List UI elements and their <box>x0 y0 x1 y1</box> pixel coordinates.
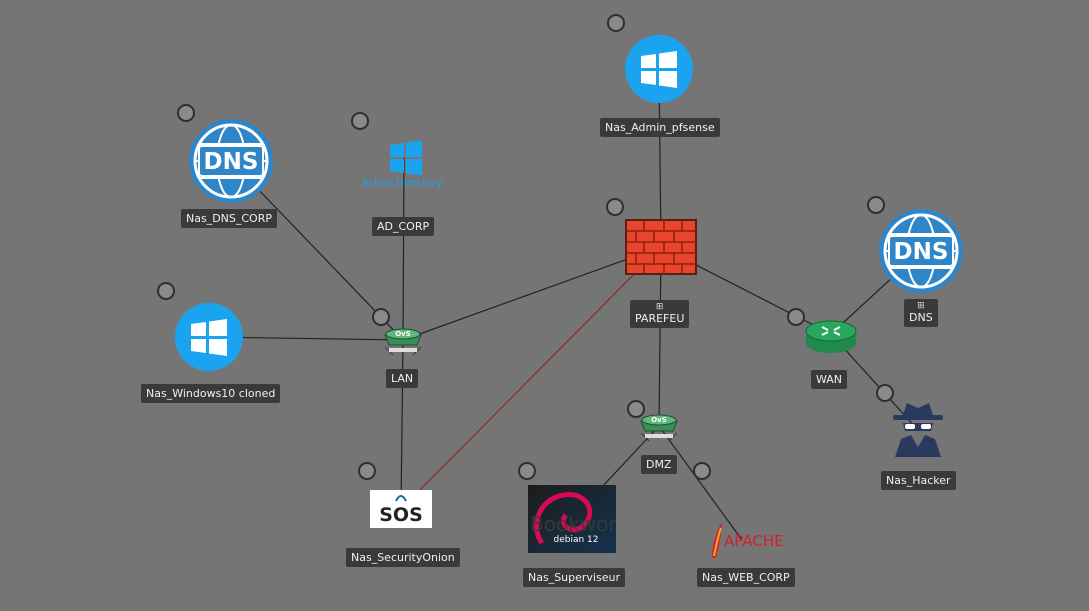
ovs-switch-icon[interactable]: OvS <box>381 323 425 361</box>
node-status-dns <box>867 196 885 214</box>
dns-globe-icon[interactable]: DNS <box>188 118 274 204</box>
link-lan-parefeu[interactable] <box>402 246 662 341</box>
node-label-parefeu: ⊞ PAREFEU <box>630 300 690 328</box>
node-status-hacker <box>876 384 894 402</box>
windows-icon[interactable] <box>174 302 244 372</box>
dns-icon-text: DNS <box>204 149 259 175</box>
debian-bookworm-text: Bookworm <box>530 512 616 536</box>
node-label-dmz: DMZ <box>641 455 677 474</box>
node-status-ad-corp <box>351 112 369 130</box>
node-label-superviseur: Nas_Superviseur <box>523 568 625 587</box>
apache-text: APACHE <box>724 532 784 550</box>
ovs-icon-text: OvS <box>651 416 667 424</box>
node-status-parefeu <box>606 198 624 216</box>
console-icon: ⊞ <box>655 302 664 312</box>
node-status-windows10 <box>157 282 175 300</box>
console-icon: ⊞ <box>917 301 925 311</box>
dns-globe-icon[interactable]: DNS <box>878 208 964 294</box>
dns-icon-text: DNS <box>894 239 949 265</box>
active-directory-text: Active Directory <box>362 178 443 189</box>
node-status-admin-pfsense <box>607 14 625 32</box>
node-label-ad-corp: AD_CORP <box>372 217 435 236</box>
link-lan-security_onion[interactable] <box>400 339 404 510</box>
router-icon[interactable] <box>804 317 858 357</box>
node-label-web-corp: Nas_WEB_CORP <box>697 568 795 587</box>
windows-icon[interactable] <box>624 34 694 104</box>
node-label-admin-pfsense: Nas_Admin_pfsense <box>600 118 720 137</box>
debian-version-text: debian 12 <box>554 535 599 545</box>
node-label-hacker: Nas_Hacker <box>881 471 956 490</box>
node-label-lan: LAN <box>386 369 419 388</box>
active-directory-icon[interactable] <box>388 140 424 176</box>
ovs-icon-text: OvS <box>395 330 411 338</box>
link-parefeu-security_onion[interactable] <box>400 246 662 510</box>
node-status-wan <box>787 308 805 326</box>
node-status-security-onion <box>358 462 376 480</box>
security-onion-text: SOS <box>379 504 423 526</box>
node-label-security-onion: Nas_SecurityOnion <box>346 548 460 567</box>
debian-bookworm-logo[interactable]: Bookworm debian 12 <box>528 485 616 553</box>
firewall-icon[interactable] <box>624 218 698 276</box>
node-status-dns-corp <box>177 104 195 122</box>
node-label-windows10: Nas_Windows10 cloned <box>141 384 281 403</box>
node-status-superviseur <box>518 462 536 480</box>
link-parefeu-dmz[interactable] <box>658 246 662 427</box>
node-label-dns-corp: Nas_DNS_CORP <box>181 209 277 228</box>
apache-logo[interactable]: APACHE <box>704 520 788 560</box>
node-status-dmz <box>627 400 645 418</box>
node-status-web-corp <box>693 462 711 480</box>
node-label-dns: ⊞ DNS <box>904 299 938 327</box>
node-label-parefeu-text: PAREFEU <box>635 312 685 325</box>
node-status-lan <box>372 308 390 326</box>
node-label-dns-text: DNS <box>909 311 933 324</box>
ovs-switch-icon[interactable]: OvS <box>637 409 681 447</box>
link-dmz-web_corp[interactable] <box>658 425 743 541</box>
node-label-wan: WAN <box>811 370 848 389</box>
security-onion-logo[interactable]: SOS <box>370 490 432 528</box>
link-ad_corp-lan[interactable] <box>402 157 405 341</box>
spy-icon[interactable] <box>889 401 947 459</box>
